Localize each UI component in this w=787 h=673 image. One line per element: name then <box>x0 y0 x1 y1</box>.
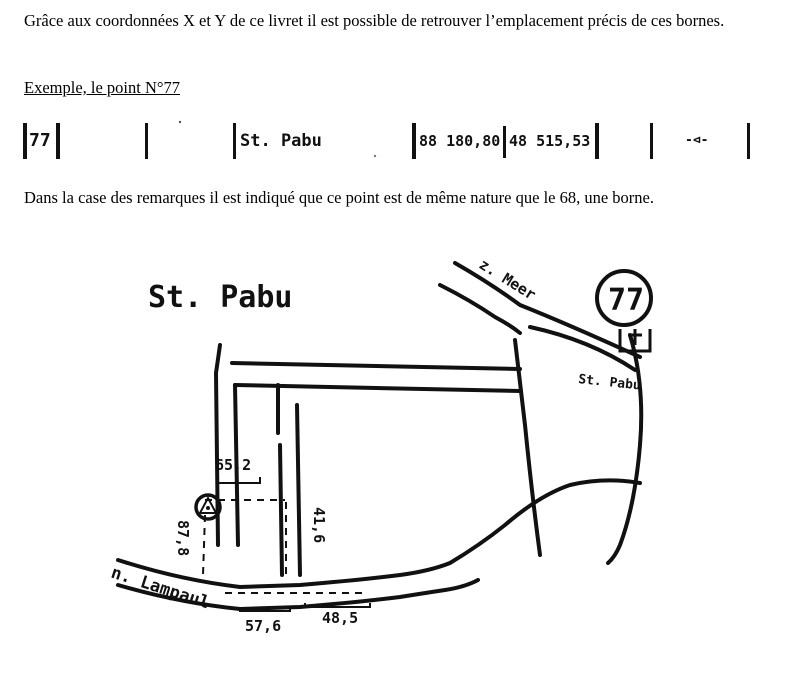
road-middle-top-edge <box>230 361 522 371</box>
point-number: 77 <box>608 283 644 318</box>
strip-place-name: St. Pabu <box>240 131 322 151</box>
map-title: St. Pabu <box>148 280 293 315</box>
record-strip: 77 St. Pabu 88 180,80 48 515,53 -⊲- <box>23 120 750 159</box>
road-meer-lower-edge <box>438 283 522 335</box>
dim-line-left <box>202 514 206 576</box>
strip-bar-7 <box>595 123 599 159</box>
point-number-circle <box>595 269 653 327</box>
sign-label-st-pabu: St. Pabu <box>578 372 642 393</box>
strip-remark: -⊲- <box>685 133 708 148</box>
intro-paragraph: Grâce aux coordonnées X et Y de ce livre… <box>24 11 725 30</box>
road-meer-right-edge <box>528 325 637 372</box>
road-right-inner-edge <box>513 338 542 557</box>
road-meer-upper-edge <box>453 261 642 359</box>
example-heading: Exemple, le point N°77 <box>24 78 180 97</box>
survey-marker-icon <box>194 493 222 521</box>
strip-bar-3 <box>145 123 148 159</box>
dim-label-bottom-left: 57,6 <box>245 617 281 635</box>
strip-bar-6 <box>503 126 506 158</box>
dim-label-left: 87,8 <box>174 520 192 556</box>
strip-bar-1 <box>23 123 27 159</box>
road-connector-right-edge <box>233 383 240 547</box>
dim-bracket-top <box>217 477 261 484</box>
road-east-edge-2 <box>295 403 302 577</box>
road-lampaul-upper-edge <box>116 478 642 589</box>
road-lampaul-lower-edge <box>116 578 480 611</box>
strip-point-number: 77 <box>29 130 51 151</box>
dim-label-top: 65,2 <box>215 456 251 474</box>
remark-paragraph: Dans la case des remarques il est indiqu… <box>24 188 654 207</box>
strip-bar-5 <box>412 123 416 159</box>
strip-bar-2 <box>56 123 60 159</box>
road-middle-bottom-edge <box>233 383 522 393</box>
boundary-stone-icon <box>618 329 652 353</box>
road-east-edge <box>278 443 284 577</box>
strip-bar-4 <box>233 123 236 159</box>
dim-label-bottom-right: 48,5 <box>322 609 358 627</box>
dim-bracket-bottom-right <box>304 603 371 608</box>
strip-y-coordinate: 48 515,53 <box>509 132 590 150</box>
sketch-map: 77 St. Pabu z. Meer n. Lampaul St. Pabu … <box>108 255 653 635</box>
dim-label-right: 41,6 <box>310 507 328 543</box>
road-connector-left-edge <box>214 343 222 547</box>
dim-bracket-bottom-left <box>239 607 291 612</box>
strip-x-coordinate: 88 180,80 <box>419 132 500 150</box>
strip-bar-8 <box>650 123 653 159</box>
strip-bar-9 <box>747 123 750 159</box>
road-right-outer-edge <box>606 333 644 565</box>
